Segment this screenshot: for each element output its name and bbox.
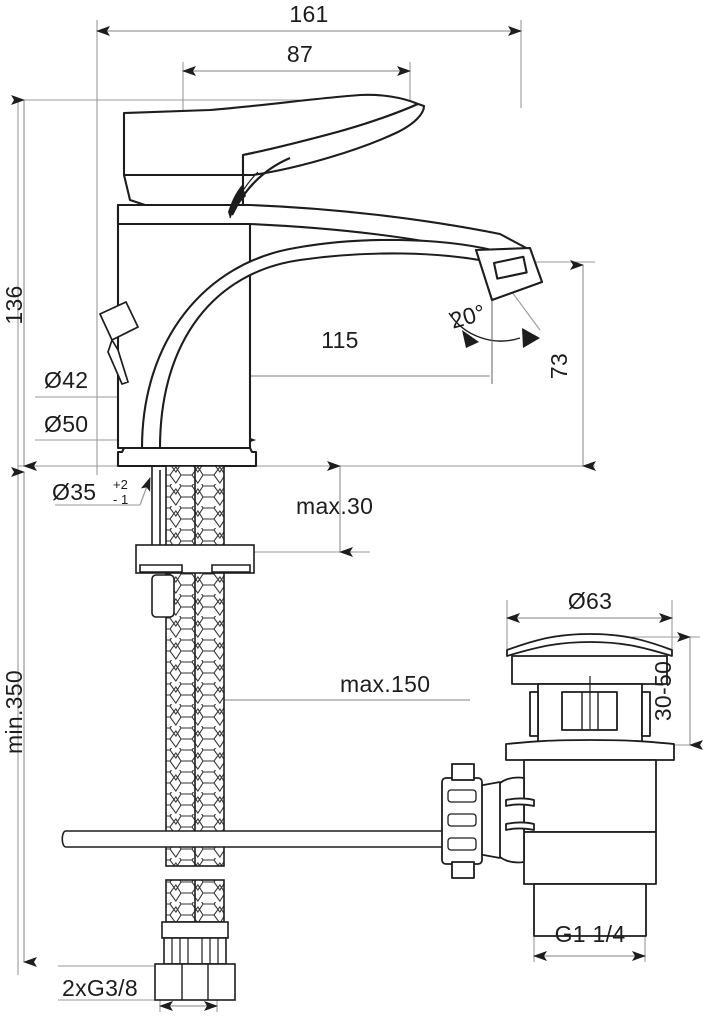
pop-up-waste [441,633,675,937]
aerator-face [492,255,528,280]
dim-115: 115 [321,327,359,353]
dim-d42: Ø42 [44,367,88,393]
dim-max150: max.150 [340,671,430,697]
dim-g114: G1 1/4 [555,921,626,947]
dim-d35: Ø35 [52,479,96,505]
lever-handle-underside [241,102,426,177]
fitting-knurl [163,937,227,965]
nut-top-tab [451,763,475,781]
waste-barrel-mid [523,831,657,885]
faucet-body [116,93,544,468]
dim-73: 73 [546,353,572,379]
dimension-lines [11,26,703,1011]
dim-d35-tol-plus: +2 [113,477,128,492]
braided-hose-assembly [151,465,225,923]
dim-d50: Ø50 [44,411,88,437]
dim-min350: min.350 [1,670,27,754]
dim-max30: max.30 [296,493,373,519]
supply-fittings [154,921,236,1001]
lever-stem [122,173,245,207]
dim-d35-tol-minus: - 1 [113,492,128,507]
waste-cap [506,633,673,657]
waste-lower-flange [505,739,675,761]
pop-up-pull-rod [61,830,453,848]
waste-thread-barrel [533,883,647,937]
cartridge-pointer [98,300,140,386]
base-flange [116,446,258,468]
dim-g38: 2xG3/8 [62,975,138,1001]
fitting-collar [161,921,229,939]
mounting-washer [135,544,255,618]
leader-d35 [139,477,151,506]
dim-161: 161 [289,1,328,27]
horizontal-rod [61,830,453,848]
supply-hex-nut [154,963,236,1001]
dim-d35-group: Ø35 +2 - 1 [52,477,128,507]
dim-d63: Ø63 [568,588,612,614]
fin-lower [505,821,535,831]
nut-bottom-tab [451,861,475,879]
dim-3050: 30-50 [650,661,676,721]
lever-accent-fill [228,185,246,218]
fin-upper [505,797,535,807]
dim-136: 136 [1,285,27,324]
dim-87: 87 [287,41,313,67]
mounting-nut [151,574,175,618]
waste-barrel-upper [523,759,657,833]
